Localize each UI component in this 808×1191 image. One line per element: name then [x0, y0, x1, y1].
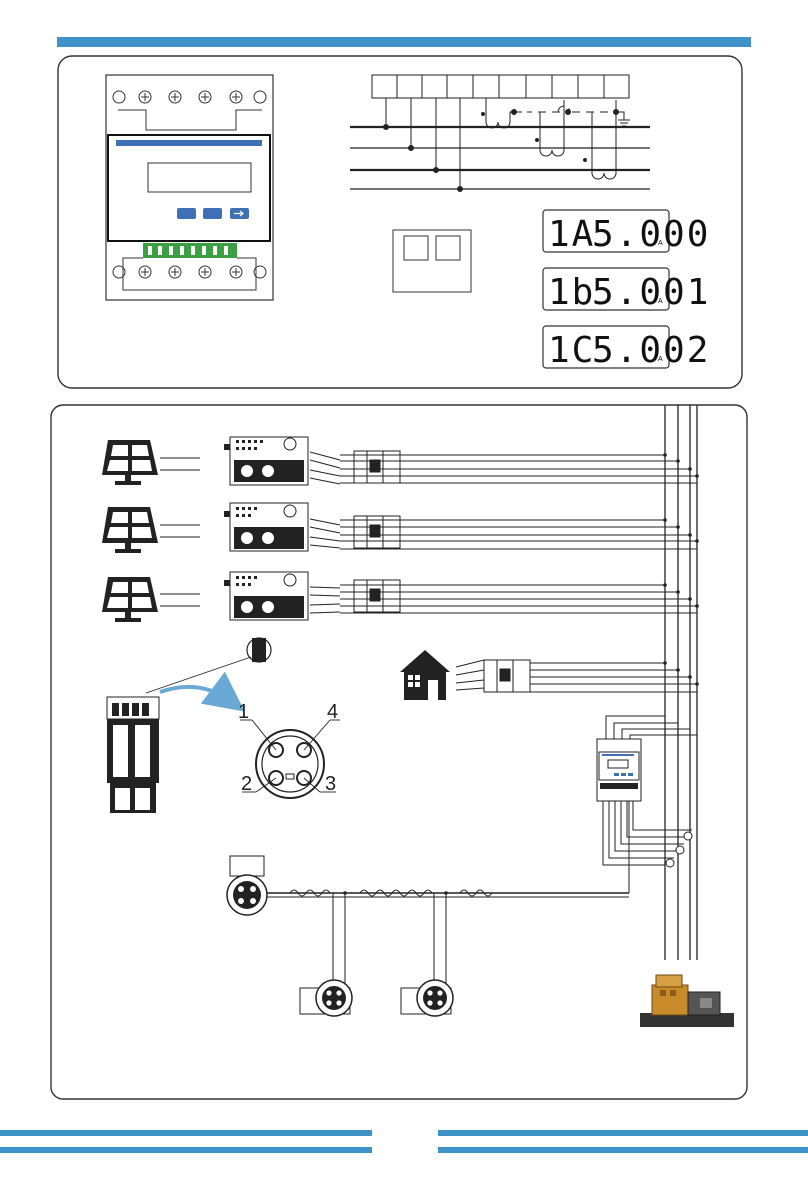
header-bar	[57, 37, 751, 47]
inverter-icon	[224, 572, 308, 620]
inverter-icon	[224, 437, 308, 485]
lcd-label-c: 1C	[548, 330, 595, 371]
lcd-value-a: 5.000	[592, 214, 710, 255]
footer-bars	[0, 1130, 808, 1153]
lcd-unit-b: A	[658, 298, 663, 305]
inverter-icon	[224, 503, 308, 551]
breaker-icon	[354, 451, 400, 483]
terminal-box	[393, 230, 471, 292]
lcd-value-c: 5.002	[592, 330, 710, 371]
pin-label-4: 4	[327, 701, 338, 723]
pin-label-1: 1	[238, 701, 249, 723]
lcd-value-b: 5.001	[592, 272, 710, 313]
lcd-display-a: 1A 5.000 A	[543, 210, 710, 255]
lcd-label-b: 1b	[548, 272, 595, 313]
meter-button-2[interactable]	[203, 208, 222, 219]
breaker-icon	[484, 660, 530, 692]
connector-plug-main	[227, 856, 267, 915]
lcd-unit-c: A	[658, 356, 663, 363]
lcd-display-b: 1b 5.001 A	[543, 268, 710, 313]
lcd-label-a: 1A	[548, 214, 595, 255]
lcd-unit-a: A	[658, 240, 663, 247]
meter-front-view	[106, 75, 273, 300]
pin-label-2: 2	[241, 773, 252, 795]
lcd-display-c: 1C 5.002 A	[543, 326, 710, 371]
pin-label-3: 3	[325, 773, 336, 795]
breaker-icon	[354, 516, 400, 548]
meter-button-1[interactable]	[177, 208, 196, 219]
